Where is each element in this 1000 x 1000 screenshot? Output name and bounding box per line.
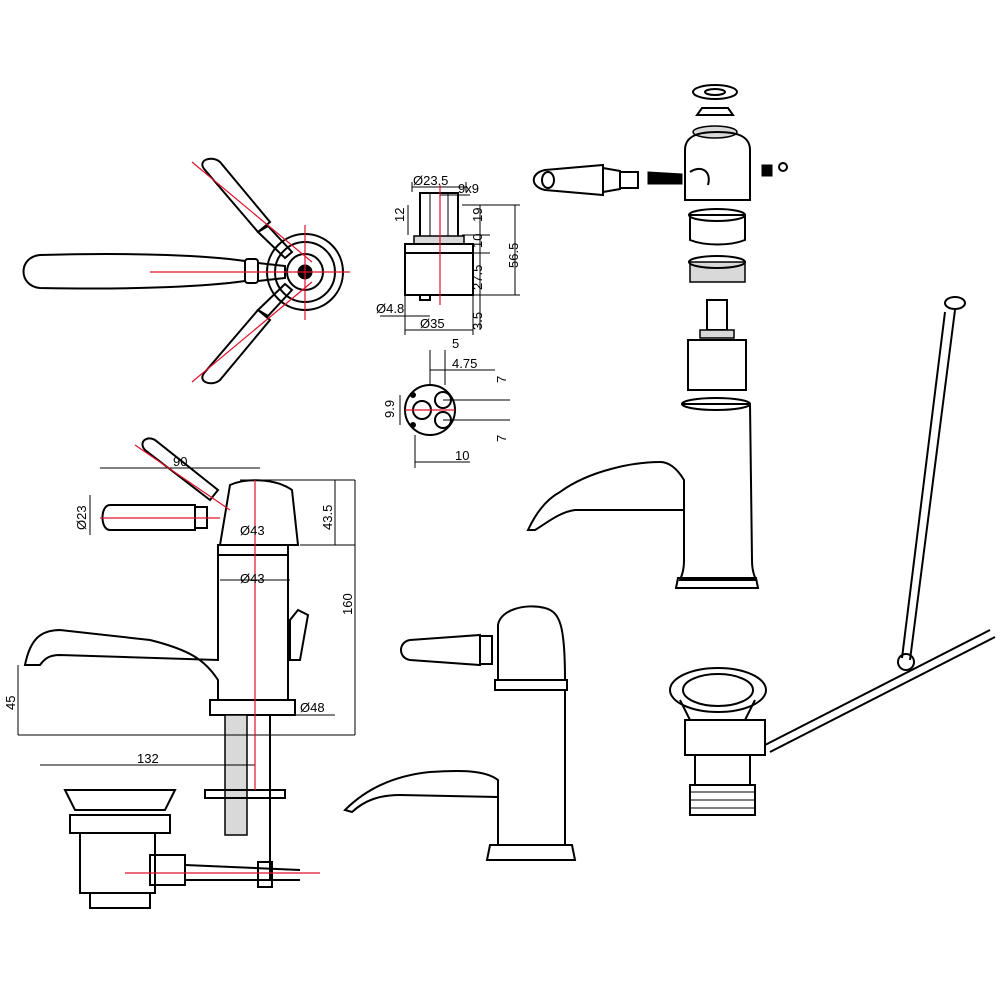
cartridge-base-view: [399, 350, 510, 468]
dim-cart-dia-top: Ø23.5: [413, 173, 448, 188]
dim-tap-45: 45: [3, 696, 18, 710]
dim-tap-dia48: Ø48: [300, 700, 325, 715]
dim-cart-h3-5: 3.5: [470, 312, 485, 330]
dim-cart-h27-5: 27.5: [470, 265, 485, 290]
dim-tap-dia43a: Ø43: [240, 523, 265, 538]
dim-cart-h10: 10: [470, 234, 485, 248]
dim-tap-90: 90: [173, 454, 187, 469]
popup-waste-right: [669, 296, 996, 816]
dim-cart-h56-5: 56.5: [506, 243, 521, 268]
dim-base-10: 10: [455, 448, 469, 463]
dimension-labels: Ø23.5 9x9 12 19 10 56.5 27.5 3.5 Ø4.8 Ø3…: [3, 173, 521, 766]
dim-base-7a: 7: [494, 376, 509, 383]
dim-cart-dia-pin: Ø4.8: [376, 301, 404, 316]
popup-waste-left: [63, 789, 320, 909]
dim-tap-dia43b: Ø43: [240, 571, 265, 586]
dim-cart-spline: 9x9: [458, 181, 479, 196]
main-tap-dimensioned: [17, 437, 356, 880]
dim-base-7b: 7: [494, 435, 509, 442]
cartridge-side-view: [380, 182, 520, 335]
dim-tap-160: 160: [340, 593, 355, 615]
dim-cart-dia-body: Ø35: [420, 316, 445, 331]
top-view-handle-rotation: [22, 157, 350, 385]
dim-base-4-75: 4.75: [452, 356, 477, 371]
dim-cart-h12: 12: [392, 208, 407, 222]
tap-front-view: [343, 605, 577, 861]
dim-tap-dia23: Ø23: [74, 505, 89, 530]
dim-base-5: 5: [452, 336, 459, 351]
dim-cart-h19: 19: [470, 208, 485, 222]
dim-base-9-9: 9.9: [382, 400, 397, 418]
dim-tap-132: 132: [137, 751, 159, 766]
dim-tap-43-5: 43.5: [320, 505, 335, 530]
exploded-view: [526, 84, 788, 589]
